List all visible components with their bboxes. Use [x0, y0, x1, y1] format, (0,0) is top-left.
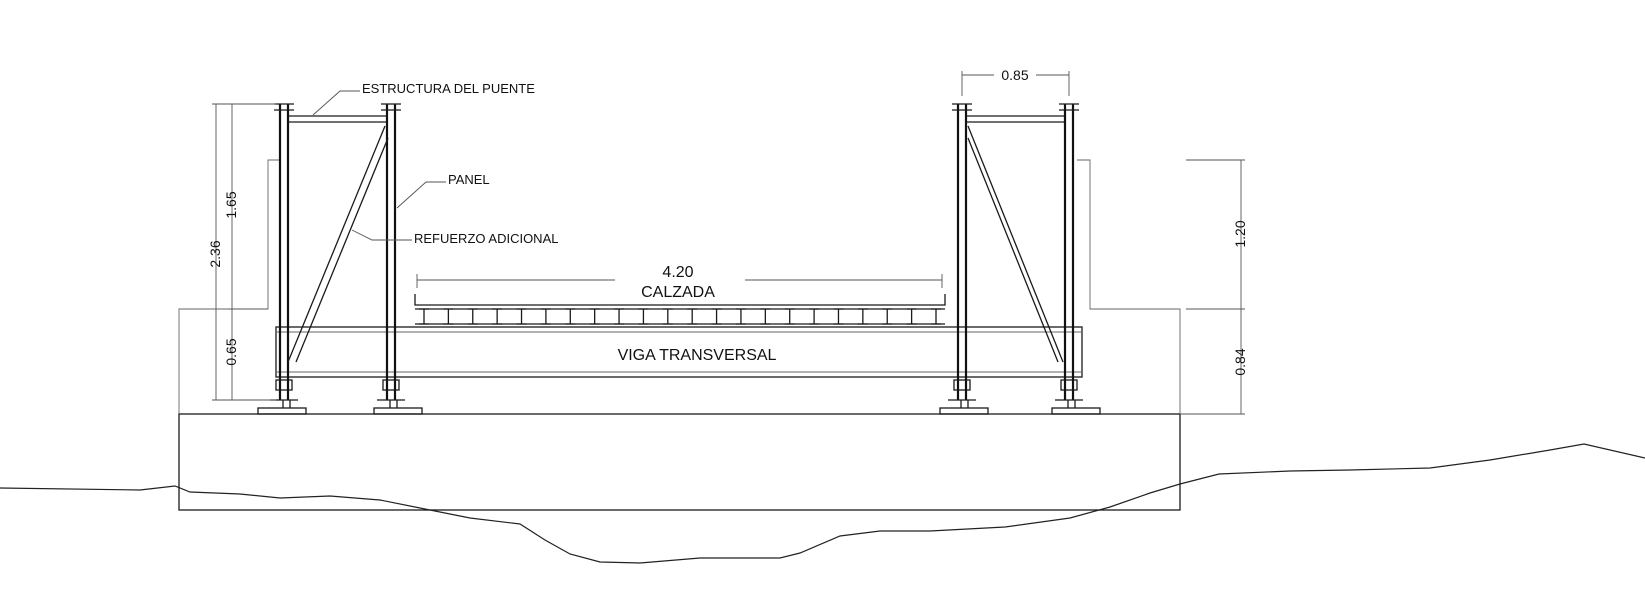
deck-stringer	[857, 308, 868, 325]
abutment-base	[178, 413, 1181, 511]
dimension-4-20-value: 4.20	[662, 264, 693, 281]
deck-stringer	[467, 308, 478, 325]
left-truss-panel	[257, 103, 423, 415]
dimension-top-right	[961, 71, 1070, 96]
deck-stringer	[784, 308, 795, 325]
dimension-0-84-value: 0.84	[1232, 348, 1248, 375]
deck-stringer	[540, 308, 551, 325]
dimension-1-20-value: 1.20	[1232, 220, 1248, 247]
transverse-beam	[275, 326, 1083, 378]
deck-stringer	[662, 308, 673, 325]
deck-stringer	[443, 308, 454, 325]
deck-stringers	[419, 308, 941, 325]
deck-stringer	[516, 308, 527, 325]
deck-stringer	[565, 308, 576, 325]
label-viga-transversal: VIGA TRANSVERSAL	[618, 347, 777, 364]
deck-stringer	[589, 308, 600, 325]
label-calzada: CALZADA	[641, 284, 715, 301]
dimension-0-85-value: 0.85	[1001, 67, 1028, 83]
leader-panel	[396, 181, 446, 209]
deck-calzada	[414, 294, 946, 325]
deck-stringer	[931, 308, 941, 325]
deck-stringer	[735, 308, 746, 325]
dimension-1-65-value: 1.65	[223, 191, 239, 218]
deck-stringer	[419, 308, 429, 325]
deck-stringer	[809, 308, 820, 325]
dimension-2-36-value: 2.36	[207, 240, 223, 267]
deck-stringer	[760, 308, 771, 325]
leader-estructura	[312, 90, 360, 116]
right-truss-panel	[939, 103, 1101, 415]
dimension-calzada	[416, 274, 943, 288]
dimension-right-vertical	[1180, 159, 1245, 415]
parapet-outline-right	[1077, 159, 1181, 414]
ground-profile	[0, 443, 1645, 564]
deck-stringer	[906, 308, 917, 325]
label-panel: PANEL	[448, 172, 490, 187]
deck-stringer	[833, 308, 844, 325]
deck-stringer	[882, 308, 893, 325]
deck-stringer	[638, 308, 649, 325]
deck-stringer	[614, 308, 625, 325]
deck-stringer	[492, 308, 503, 325]
dimension-left-vertical	[212, 103, 276, 401]
label-refuerzo-adicional: REFUERZO ADICIONAL	[414, 231, 558, 246]
deck-stringer	[711, 308, 722, 325]
deck-stringer	[687, 308, 698, 325]
label-estructura-del-puente: ESTRUCTURA DEL PUENTE	[362, 81, 535, 96]
dimension-0-65-value: 0.65	[223, 338, 239, 365]
leader-refuerzo	[351, 229, 412, 241]
